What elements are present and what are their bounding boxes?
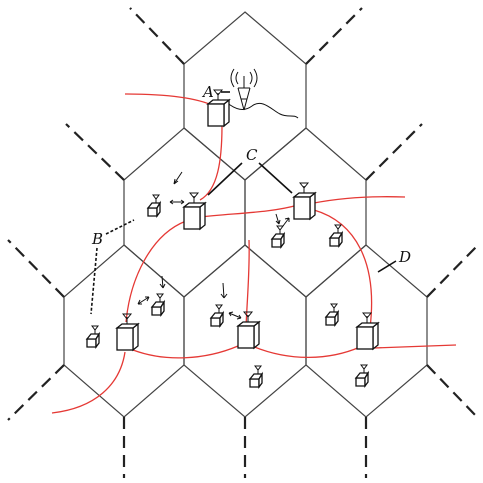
motion-arrows (137, 171, 290, 320)
label-d: D (398, 248, 411, 266)
mobile-unit-6 (85, 325, 101, 349)
cable-right-out-2 (373, 344, 457, 349)
cell-grid (63, 11, 428, 418)
cable-hub-link (199, 204, 299, 218)
cable-center-up (245, 239, 250, 329)
leader-c-right (258, 162, 293, 194)
base-station-bottom-center (236, 311, 261, 350)
mobile-unit-9 (354, 364, 370, 388)
base-station-bottom-right (355, 312, 380, 351)
cable-bottom-link-1 (132, 345, 239, 359)
mobile-unit-8 (248, 365, 264, 389)
label-a: A (201, 83, 214, 101)
mobile-unit-4 (150, 293, 166, 317)
cable-mast-in (124, 93, 215, 107)
leader-d (377, 260, 397, 273)
mobile-unit-5 (209, 304, 225, 328)
leader-b-up (105, 219, 135, 235)
base-station-bottom-left (115, 313, 140, 352)
mobile-unit-2 (270, 225, 286, 249)
mobile-unit-7 (324, 303, 340, 327)
cable-mast-down (199, 124, 223, 201)
cable-bottom-link-2 (251, 345, 361, 358)
cable-left-arc (125, 220, 187, 323)
backhaul-cables (51, 93, 457, 414)
label-c: C (246, 146, 258, 164)
base-station-mid-right (292, 182, 317, 221)
cable-right-out (313, 196, 406, 204)
leader-b-down (90, 247, 98, 315)
mobile-unit-1 (146, 194, 162, 218)
leader-c-left (207, 162, 243, 196)
leader-lines (90, 91, 397, 315)
neighbour-extensions (7, 7, 479, 478)
cable-right-arc (313, 209, 373, 329)
cable-left-out (51, 351, 126, 414)
base-station-mid-left (182, 192, 207, 231)
radio-mast (225, 68, 299, 119)
base-station-top (206, 89, 231, 128)
callout-labels: A B C D (91, 83, 411, 266)
equipment-boxes (85, 89, 380, 389)
label-b: B (91, 230, 103, 248)
mobile-unit-3 (328, 224, 344, 248)
